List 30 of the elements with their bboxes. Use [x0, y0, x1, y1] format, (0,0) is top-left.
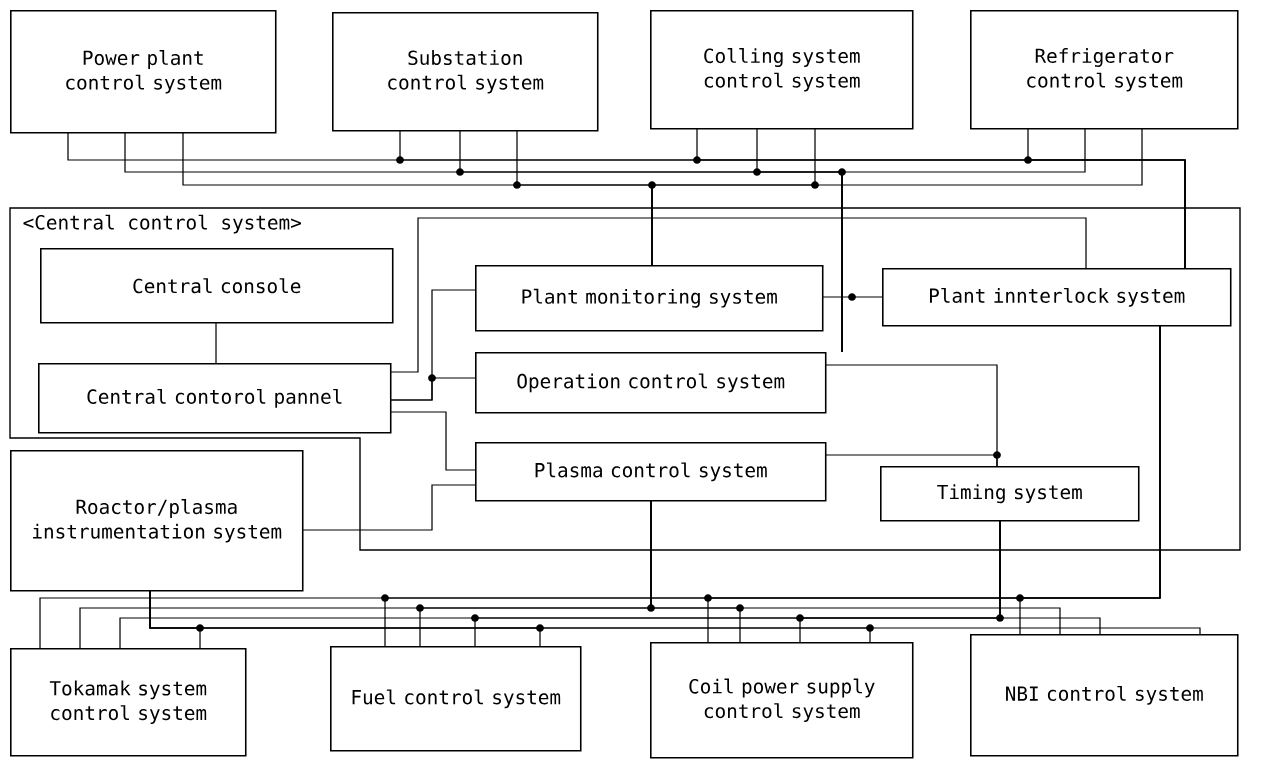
- system-box: Coil power supply control system: [650, 642, 914, 759]
- system-box: Plant innterlock system: [882, 268, 1232, 327]
- connector-line: [149, 589, 1201, 635]
- connector-line: [650, 499, 1061, 635]
- connector-line: [389, 411, 476, 471]
- connector-line: [389, 217, 1087, 373]
- connector-line: [389, 377, 476, 401]
- connector-line: [215, 321, 217, 364]
- system-box: Tokamak system control system: [10, 648, 247, 757]
- connector-line: [999, 519, 1101, 635]
- system-box: Colling system control system: [650, 10, 914, 130]
- system-box: Refrigerator control system: [970, 10, 1239, 130]
- system-box: Fuel control system: [330, 646, 582, 752]
- connector-line: [301, 484, 476, 531]
- connector-line: [1019, 324, 1161, 635]
- connector-line: [821, 296, 883, 298]
- system-box: Plant monitoring system: [475, 265, 824, 332]
- system-box: Roactor/plasma instrumentation system: [10, 450, 304, 592]
- system-box: Plasma control system: [475, 442, 827, 502]
- system-box: Timing system: [880, 466, 1140, 522]
- connector-line: [841, 127, 1086, 353]
- system-box: Central console: [40, 248, 394, 324]
- connector-line: [824, 454, 998, 467]
- system-box: Power plant control system: [10, 10, 277, 134]
- system-box: Operation control system: [475, 352, 827, 414]
- system-box: Central contorol pannel: [38, 363, 392, 434]
- system-box: NBI control system: [970, 634, 1239, 757]
- connector-line: [651, 127, 1143, 266]
- connector-line: [1027, 127, 1186, 269]
- system-box: Substation control system: [332, 12, 599, 132]
